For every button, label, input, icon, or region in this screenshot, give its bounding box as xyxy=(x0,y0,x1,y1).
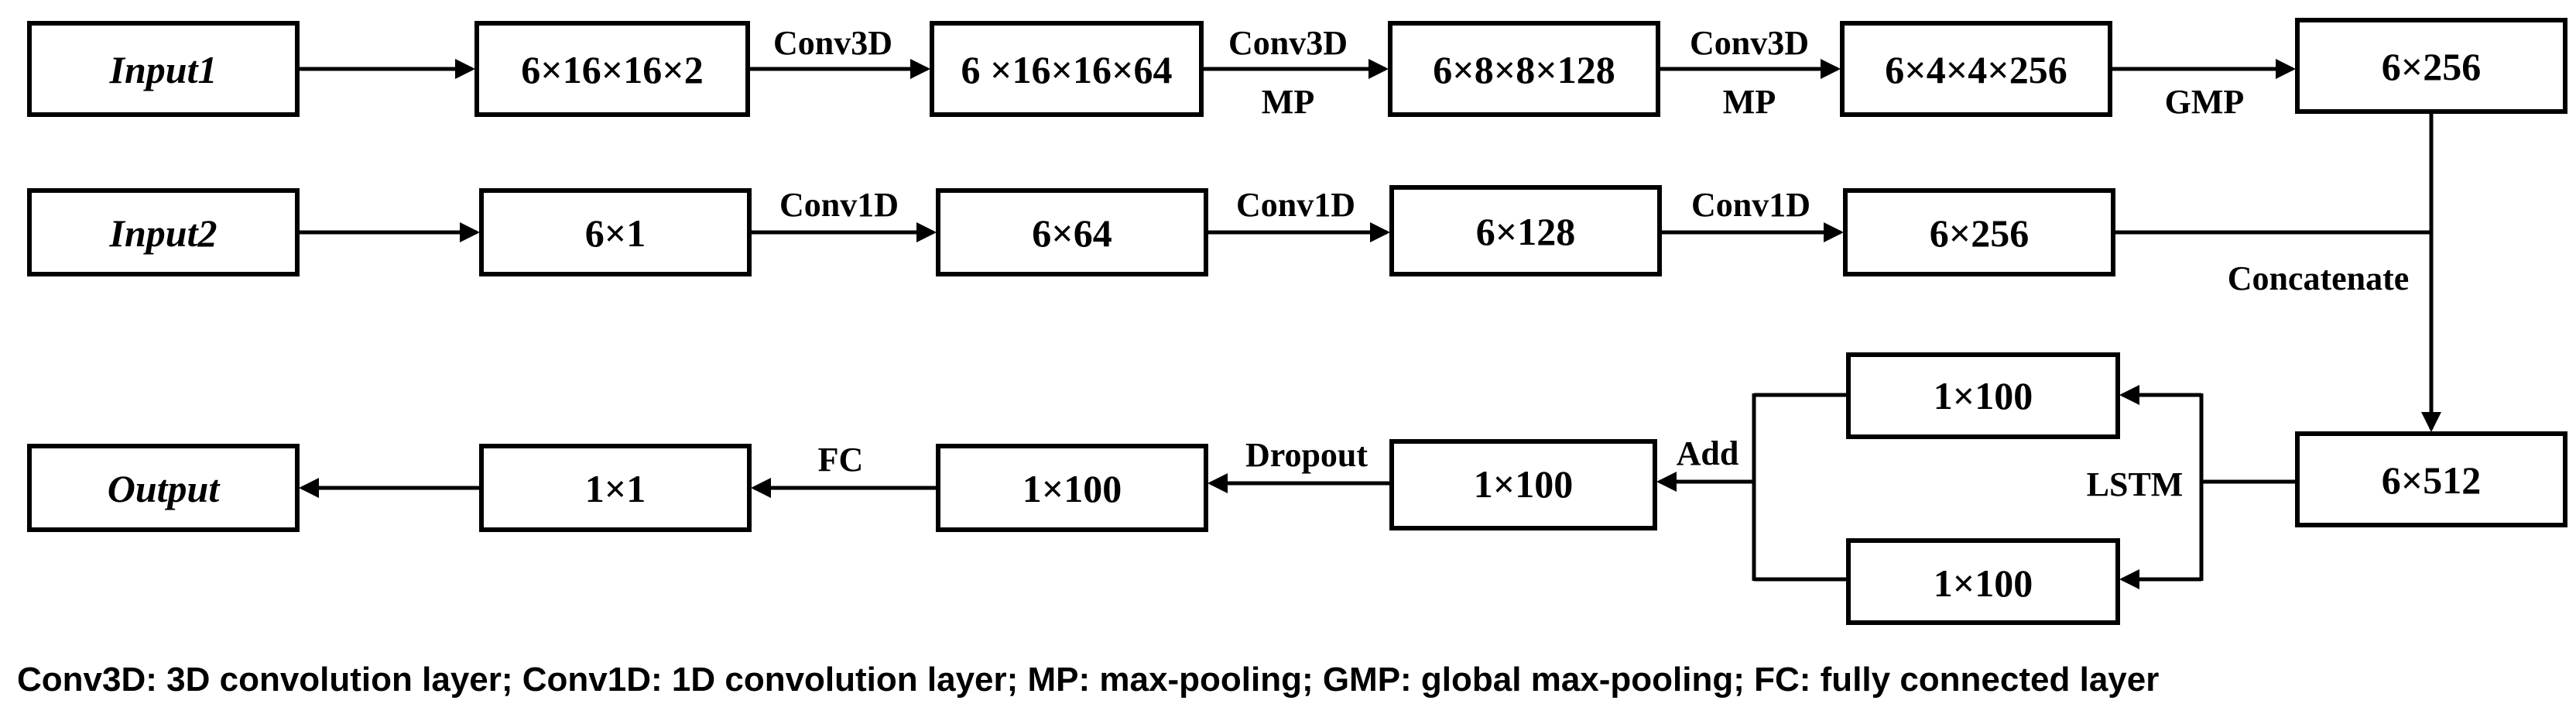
node-r2-b4-label: 6×256 xyxy=(1930,211,2030,255)
edge-label-conv3d-1: Conv3D xyxy=(773,24,892,62)
node-r2-b1: 6×1 xyxy=(479,188,752,276)
edge-label-conv1d-3: Conv1D xyxy=(1691,186,1810,224)
node-concat-out: 6×512 xyxy=(2295,431,2567,527)
edge-label-conv3d-3: Conv3D xyxy=(1690,24,1809,62)
node-r1-b4-label: 6×4×4×256 xyxy=(1885,48,2067,91)
node-fc-out: 1×1 xyxy=(479,444,752,532)
edge-label-gmp: GMP xyxy=(2165,83,2245,121)
node-concat-out-label: 6×512 xyxy=(2382,458,2482,502)
node-r1-b1: 6×16×16×2 xyxy=(474,21,750,117)
node-r2-b4: 6×256 xyxy=(1843,188,2115,276)
node-r2-b2-label: 6×64 xyxy=(1032,211,1112,255)
node-r2-b3: 6×128 xyxy=(1389,185,1662,276)
node-r1-b3: 6×8×8×128 xyxy=(1388,21,1660,117)
node-fc-out-label: 1×1 xyxy=(585,467,646,510)
node-lstm-top-label: 1×100 xyxy=(1934,374,2033,417)
legend-text: Conv3D: 3D convolution layer; Conv1D: 1D… xyxy=(17,661,2159,699)
edge-label-lstm: LSTM xyxy=(2087,465,2184,503)
edge-label-dropout: Dropout xyxy=(1245,436,1368,474)
node-r2-b3-label: 6×128 xyxy=(1476,210,1576,253)
node-r1-b4: 6×4×4×256 xyxy=(1840,21,2112,117)
node-r1-b5: 6×256 xyxy=(2295,18,2567,114)
node-lstm-top: 1×100 xyxy=(1846,352,2120,439)
node-r1-b2: 6 ×16×16×64 xyxy=(930,21,1204,117)
node-output: Output xyxy=(27,444,300,532)
node-lstm-bottom: 1×100 xyxy=(1846,538,2120,625)
node-input2-label: Input2 xyxy=(109,211,218,255)
node-add-out: 1×100 xyxy=(1389,439,1657,530)
node-r2-b1-label: 6×1 xyxy=(585,211,646,255)
node-r1-b2-label: 6 ×16×16×64 xyxy=(961,48,1173,91)
edge-label-mp-2: MP xyxy=(1723,83,1776,121)
edge-label-conv3d-2: Conv3D xyxy=(1228,24,1348,62)
node-r1-b3-label: 6×8×8×128 xyxy=(1433,48,1615,91)
node-output-label: Output xyxy=(108,467,221,510)
node-dropout-out: 1×100 xyxy=(936,444,1208,532)
edge-label-conv1d-2: Conv1D xyxy=(1236,186,1355,224)
node-r1-b1-label: 6×16×16×2 xyxy=(521,48,703,91)
edge-label-mp-1: MP xyxy=(1262,83,1314,121)
node-input2: Input2 xyxy=(27,188,300,276)
node-r1-b5-label: 6×256 xyxy=(2382,45,2482,88)
edge-label-concatenate: Concatenate xyxy=(2228,259,2410,297)
node-add-out-label: 1×100 xyxy=(1474,462,1574,506)
node-r2-b2: 6×64 xyxy=(936,188,1208,276)
edge-label-conv1d-1: Conv1D xyxy=(779,186,899,224)
node-input1: Input1 xyxy=(27,21,300,117)
node-input1-label: Input1 xyxy=(109,48,218,91)
edge-label-add: Add xyxy=(1677,434,1739,472)
node-lstm-bottom-label: 1×100 xyxy=(1934,561,2033,605)
edge-label-fc: FC xyxy=(818,441,864,479)
node-dropout-out-label: 1×100 xyxy=(1023,467,1122,510)
